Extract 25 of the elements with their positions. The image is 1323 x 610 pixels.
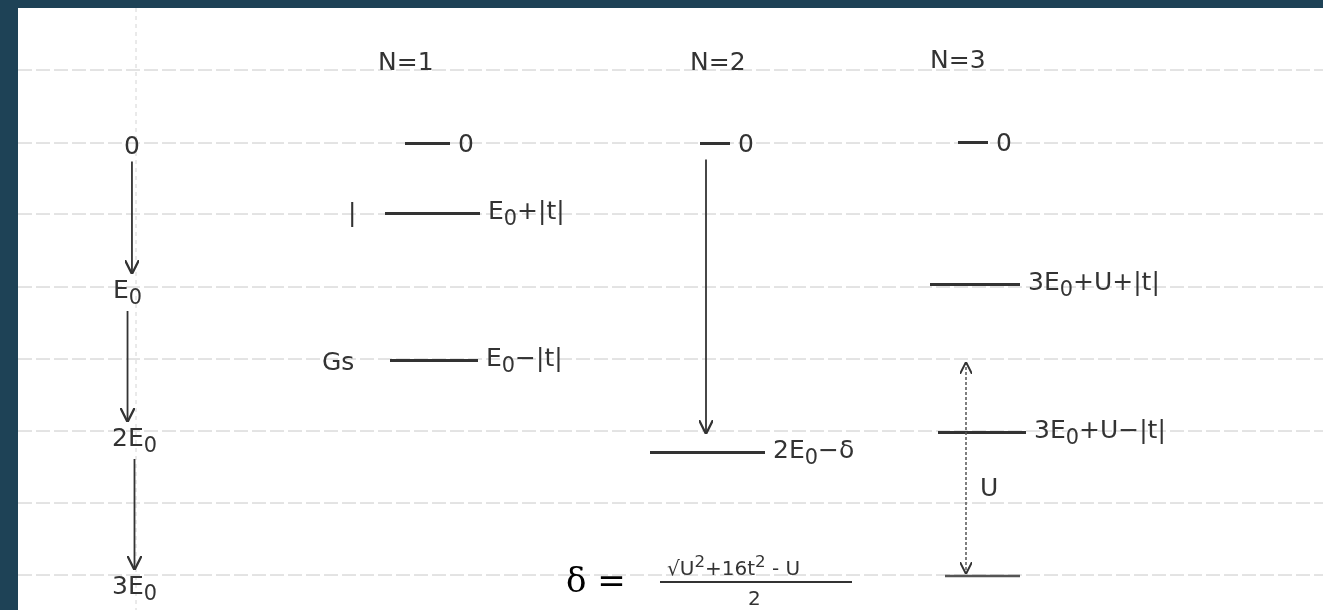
formula-denominator: 2 xyxy=(748,587,761,609)
energy-level: 2E$_{0}$−δ xyxy=(650,435,855,469)
energy-level: 0 xyxy=(958,127,1012,157)
arrow xyxy=(119,310,136,424)
dimension-label: U xyxy=(980,474,999,502)
arrow xyxy=(123,160,141,276)
arrow xyxy=(697,158,715,436)
column-heading: N=1 xyxy=(378,48,434,76)
energy-label: 0 xyxy=(124,130,140,160)
energy-level: 0 xyxy=(405,128,474,158)
energy-level: E$_{0}$+|t| xyxy=(385,196,565,230)
energy-label: E$_{0}$ xyxy=(113,275,143,309)
energy-label: 3E$_{0}$ xyxy=(112,571,157,605)
energy-level: 3E$_{0}$+U−|t| xyxy=(938,415,1166,449)
state-label: Gs xyxy=(322,348,355,376)
energy-level: E$_{0}$−|t| xyxy=(390,343,563,377)
column-heading: N=2 xyxy=(690,48,746,76)
energy-level: 0 xyxy=(700,128,754,158)
formula-numerator: √U$^{2}$+16t$^{2}$ - U xyxy=(667,553,801,579)
state-mark: | xyxy=(348,199,357,227)
formula-text: δ = xyxy=(566,561,626,599)
energy-level: 3E$_{0}$+U+|t| xyxy=(930,267,1160,301)
arrow xyxy=(126,458,143,572)
energy-label: 2E$_{0}$ xyxy=(112,423,157,457)
column-heading: N=3 xyxy=(930,46,986,74)
